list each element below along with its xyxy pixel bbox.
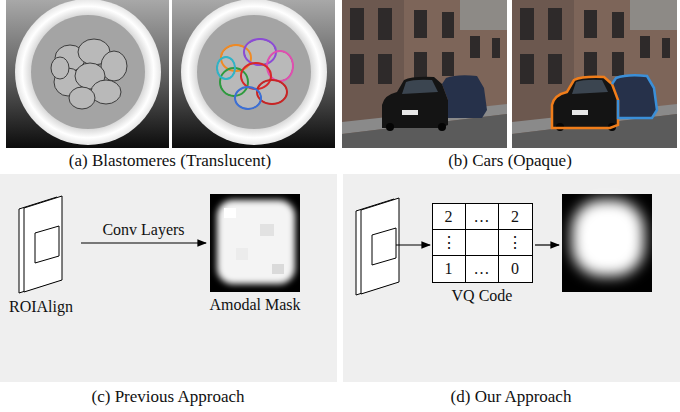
arrow (396, 244, 430, 245)
node-label: ROIAlign (3, 297, 79, 316)
edge-label: Conv Layers (100, 220, 186, 240)
panel-ground (343, 174, 680, 382)
grid-cell: 0 (499, 256, 532, 282)
panel-caption: (a) Blastomeres (Translucent) (69, 151, 271, 171)
feature-slab (15, 194, 67, 294)
street-photo (342, 0, 677, 148)
grid-cell: ⋮ (499, 230, 532, 256)
panel-caption: (b) Cars (Opaque) (448, 151, 572, 171)
blastomere-photo (6, 0, 335, 148)
connector-arrow (81, 242, 206, 243)
table-cell: … (474, 260, 490, 278)
panel-ground (0, 174, 337, 382)
smooth-mask (562, 194, 652, 292)
grid-cell (466, 230, 499, 256)
coarse-mask (210, 194, 300, 292)
code-grid: 2 … 2 ⋮ ⋮ 1 … 0 (432, 203, 533, 283)
grid-cell: 2 (433, 204, 466, 230)
feature-slab (356, 198, 399, 295)
grid-cell: 2 (499, 204, 532, 230)
grid-cell: ⋮ (433, 230, 466, 256)
diagram-node: 2 … 2 ⋮ ⋮ 1 … 0 VQ Code (422, 203, 542, 305)
grid-cell: 1 (433, 256, 466, 282)
arrow (535, 244, 559, 245)
table-cell: 2 (445, 208, 453, 226)
table-cell: 2 (511, 208, 519, 226)
table-cell: … (474, 208, 490, 226)
grid-cell: … (466, 256, 499, 282)
panel-caption: (d) Our Approach (451, 387, 572, 407)
panel-caption: (c) Previous Approach (92, 387, 245, 407)
table-cell: 1 (445, 260, 453, 278)
grid-cell: … (466, 204, 499, 230)
table-cell: ⋮ (441, 233, 457, 252)
diagram-node: Amodal Mask (194, 194, 316, 314)
node-label: VQ Code (422, 286, 542, 305)
table-cell: ⋮ (507, 233, 523, 252)
table-cell: 0 (511, 260, 519, 278)
diagram-node: ROIAlign (3, 194, 79, 316)
node-label: Amodal Mask (194, 295, 316, 314)
